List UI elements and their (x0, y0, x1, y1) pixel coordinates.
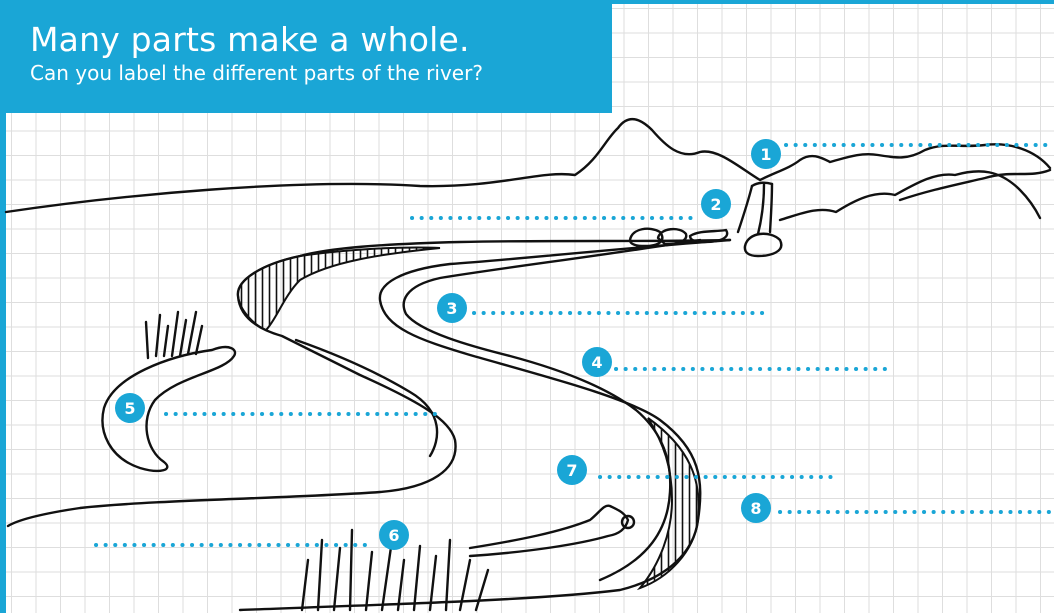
river-left-bank (8, 240, 730, 526)
svg-text:8: 8 (750, 499, 761, 518)
svg-text:4: 4 (591, 353, 602, 372)
river-channel-line (404, 240, 700, 580)
waterfall (738, 183, 772, 234)
fallen-log (470, 506, 628, 556)
label-badge-2: 2 (701, 189, 731, 219)
right-mountain-base (900, 170, 1050, 200)
svg-text:5: 5 (124, 399, 135, 418)
label-badge-6: 6 (379, 520, 409, 550)
label-badge-1: 1 (751, 139, 781, 169)
svg-text:3: 3 (446, 299, 457, 318)
svg-text:1: 1 (760, 145, 771, 164)
mountain-range (6, 119, 1050, 212)
meander-neck (296, 340, 437, 456)
reeds-top (146, 312, 202, 358)
label-badge-5: 5 (115, 393, 145, 423)
label-badge-3: 3 (437, 293, 467, 323)
svg-text:2: 2 (710, 195, 721, 214)
label-badge-7: 7 (557, 455, 587, 485)
svg-text:7: 7 (566, 461, 577, 480)
svg-text:6: 6 (388, 526, 399, 545)
label-badge-8: 8 (741, 493, 771, 523)
label-badge-4: 4 (582, 347, 612, 377)
